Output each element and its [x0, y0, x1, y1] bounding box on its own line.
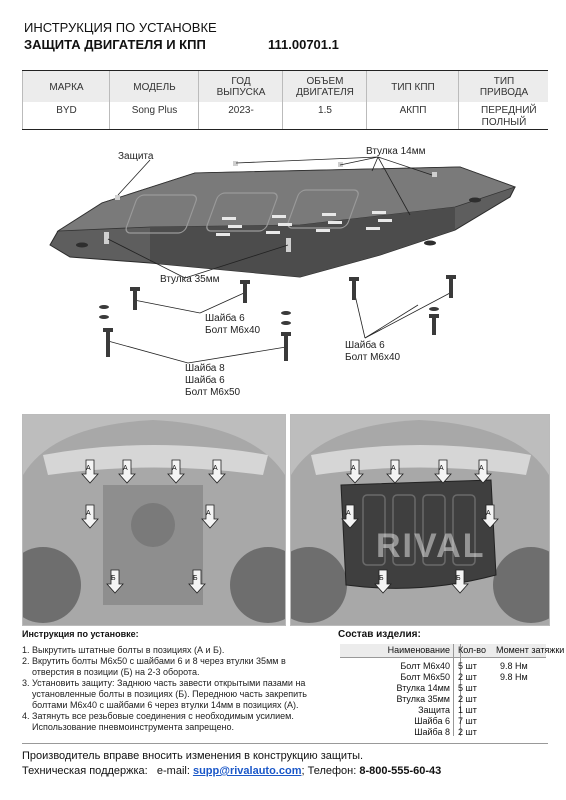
spec-col-model: МОДЕЛЬ Song Plus — [109, 71, 199, 129]
marker-a: А — [391, 465, 396, 472]
spec-header: ТИП ПРИВОДА — [479, 76, 529, 98]
marker-b: Б — [193, 575, 198, 582]
doc-title: ИНСТРУКЦИЯ ПО УСТАНОВКЕ — [24, 20, 217, 35]
spec-header: ОБЪЕМ ДВИГАТЕЛЯ — [296, 76, 354, 98]
footer-divider — [22, 743, 548, 744]
label-washer-6: Шайба 6 — [345, 340, 385, 351]
row-name: Шайба 8 — [414, 727, 450, 737]
marker-a: А — [123, 465, 128, 472]
composition-divider — [460, 644, 461, 736]
row-qty: 2 шт — [458, 694, 477, 704]
row-qty: 1 шт — [458, 705, 477, 715]
spec-col-engine: ОБЪЕМ ДВИГАТЕЛЯ 1.5 — [282, 71, 367, 129]
row-name: Болт М6х50 — [400, 672, 450, 682]
instructions-list: 1. Выкрутить штатные болты в позициях (А… — [22, 645, 327, 733]
marker-a: А — [439, 465, 444, 472]
instruction-line: Использование пневмоинструмента запрещен… — [22, 722, 234, 732]
composition-title: Состав изделия: — [338, 629, 421, 640]
spec-value: 2023- — [228, 105, 254, 116]
spec-col-brand: МАРКА BYD — [22, 71, 110, 129]
marker-a: А — [206, 510, 211, 517]
leader-lines — [107, 156, 451, 364]
spec-header: МОДЕЛЬ — [133, 81, 176, 93]
spec-header: ГОД ВЫПУСКА — [216, 76, 266, 98]
marker-a: А — [213, 465, 218, 472]
spec-value: Song Plus — [131, 105, 178, 116]
row-qty: 2 шт — [458, 727, 477, 737]
instruction-line: 4. Затянуть все резьбовые соединения с н… — [22, 711, 294, 721]
row-torque: 9.8 Нм — [500, 661, 528, 671]
marker-b: Б — [456, 575, 461, 582]
row-qty: 5 шт — [458, 683, 477, 693]
support-email-link[interactable]: supp@rivalauto.com — [192, 765, 302, 777]
col-name-header: Наименование — [387, 645, 450, 655]
footer-support: Техническая поддержка: e-mail: supp@riva… — [22, 765, 441, 777]
spec-value: BYD — [56, 105, 77, 116]
col-qty-header: Кол-во — [458, 645, 486, 655]
label-washer-8: Шайба 8 — [185, 363, 225, 374]
marker-b: Б — [379, 575, 384, 582]
skid-plate-drawing — [49, 161, 517, 278]
instruction-line: 1. Выкрутить штатные болты в позициях (А… — [22, 645, 225, 655]
instruction-line: 2. Вкрутить болты М6х50 с шайбами 6 и 8 … — [22, 656, 286, 666]
marker-a: А — [172, 465, 177, 472]
label-washer-6: Шайба 6 — [185, 375, 225, 386]
row-name: Защита — [418, 705, 450, 715]
instruction-line: болтами М6х40 с шайбами 6 через втулки 1… — [22, 700, 299, 710]
spec-col-drive: ТИП ПРИВОДА ПЕРЕДНИЙ ПОЛНЫЙ — [458, 71, 549, 129]
row-name: Шайба 6 — [414, 716, 450, 726]
label-bolt-m6x50: Болт М6х50 — [185, 387, 241, 398]
footer-notice: Производитель вправе вносить изменения в… — [22, 750, 364, 762]
support-phone: 8-800-555-60-43 — [359, 765, 442, 777]
marker-b: Б — [111, 575, 116, 582]
exploded-diagram — [49, 156, 517, 364]
instruction-line: отверстия в позиции (Б) на 2-3 оборота. — [22, 667, 200, 677]
spec-value: ПЕРЕДНИЙ ПОЛНЫЙ — [481, 105, 537, 128]
instruction-line: установленные болты в позициях (Б). Пере… — [22, 689, 307, 699]
row-name: Болт М6х40 — [400, 661, 450, 671]
photo-underbody-installed: А А А А А А Б Б RIVAL — [290, 414, 550, 626]
spec-col-year: ГОД ВЫПУСКА 2023- — [198, 71, 283, 129]
row-torque: 9.8 Нм — [500, 672, 528, 682]
composition-divider — [453, 644, 454, 736]
vehicle-spec-table: МАРКА BYD МОДЕЛЬ Song Plus ГОД ВЫПУСКА 2… — [22, 70, 548, 130]
label-bolt-m6x40: Болт М6х40 — [345, 352, 401, 363]
row-qty: 7 шт — [458, 716, 477, 726]
label-bushing-14mm: Втулка 14мм — [366, 146, 426, 157]
support-prefix: Техническая поддержка: e-mail: — [22, 765, 193, 777]
spec-header: МАРКА — [49, 81, 84, 93]
marker-a: А — [479, 465, 484, 472]
spec-header: ТИП КПП — [391, 81, 435, 93]
photo-underbody-before: А А А А А А Б Б — [22, 414, 286, 626]
row-name: Втулка 14мм — [396, 683, 450, 693]
row-qty: 5 шт — [458, 661, 477, 671]
spec-value: 1.5 — [318, 105, 332, 116]
composition-table: Наименование Кол-во Момент затяжки Болт … — [340, 644, 564, 737]
label-guard: Защита — [118, 151, 154, 162]
label-washer-6: Шайба 6 — [205, 313, 245, 324]
row-name: Втулка 35мм — [396, 694, 450, 704]
spec-col-transmission: ТИП КПП АКПП — [366, 71, 459, 129]
instructions-title: Инструкция по установке: — [22, 629, 139, 639]
marker-a: А — [86, 510, 91, 517]
doc-subtitle: ЗАЩИТА ДВИГАТЕЛЯ И КПП — [24, 37, 206, 52]
watermark-logo: RIVAL — [376, 527, 486, 565]
phone-prefix: ; Телефон: — [301, 765, 360, 777]
fasteners — [99, 275, 456, 361]
instruction-line: 3. Установить защиту: Заднюю часть завес… — [22, 678, 306, 688]
part-number: 111.00701.1 — [268, 37, 339, 52]
row-qty: 2 шт — [458, 672, 477, 682]
marker-a: А — [346, 510, 351, 517]
label-bolt-m6x40: Болт М6х40 — [205, 325, 261, 336]
label-bushing-35mm: Втулка 35мм — [160, 274, 220, 285]
marker-a: А — [351, 465, 356, 472]
composition-header-band — [340, 644, 546, 658]
col-torque-header: Момент затяжки — [496, 645, 565, 655]
marker-a: А — [486, 510, 491, 517]
marker-a: А — [86, 465, 91, 472]
spec-value: АКПП — [399, 105, 427, 116]
